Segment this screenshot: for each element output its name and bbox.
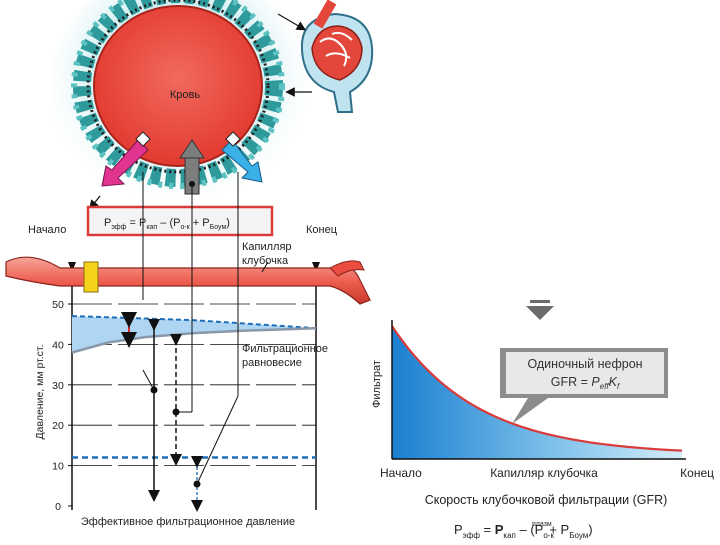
y-tick-label: 50 [52, 299, 64, 311]
right-chart: Фильтрат Начало Капилляр клубочка Конец … [371, 320, 714, 507]
capillary-label-1: Капилляр [242, 241, 292, 253]
tissue-ring-outer [71, 0, 285, 189]
callout-line-2: GFR = PeffKf [551, 375, 620, 391]
single-nephron-callout: Одиночный нефрон GFR = PeffKf [500, 348, 668, 424]
pressure-bars [121, 312, 203, 512]
start-marker [68, 262, 76, 272]
end-label: Конец [306, 224, 338, 236]
capillary-pointer [261, 261, 269, 273]
filtrate-area [392, 326, 682, 459]
left-ylabel: Давление, мм рт.ст. [34, 345, 46, 440]
pink-arrow [101, 131, 151, 187]
right-x-start: Начало [380, 466, 422, 480]
right-ylabel: Фильтрат [371, 360, 383, 408]
filtrate-curve [391, 325, 683, 452]
capillary-tube [5, 256, 371, 305]
start-label: Начало [28, 224, 66, 236]
blood-circle [93, 5, 263, 167]
equilibrium-label-1: Фильтрационное [242, 343, 328, 355]
glomerulus-illustration: Кровь [50, 0, 374, 210]
afferent-marker [83, 261, 99, 293]
y-ticks: 50 40 30 20 10 0 [52, 299, 72, 513]
transition-arrow [526, 300, 554, 320]
blood-label: Кровь [170, 89, 200, 101]
blue-arrow [221, 131, 263, 183]
y-tick-label: 0 [55, 501, 61, 513]
y-tick-label: 30 [52, 380, 64, 392]
series-oncotic-pressure [71, 326, 317, 354]
inset-pointer-1 [277, 13, 307, 31]
formula-box: Pэфф = Pкап – (Pо-к + PБоум) [86, 205, 274, 237]
callout-line-1: Одиночный нефрон [527, 357, 642, 371]
bottom-formula: Pэфф = Pкап – (Pо-кплазм + PБоум) [454, 521, 593, 540]
equilibrium-label-2: равновесие [242, 357, 302, 369]
pointer-3 [89, 195, 101, 210]
left-xlabel: Эффективное фильтрационное давление [81, 516, 295, 528]
right-x-end: Конец [680, 466, 714, 480]
right-xlabel: Скорость клубочковой фильтрации (GFR) [425, 493, 668, 507]
right-x-mid: Капилляр клубочка [490, 466, 598, 480]
end-marker [312, 262, 320, 272]
nephron-inset [300, 0, 374, 113]
formula-text: Pэфф = Pкап – (Pо-к + PБоум) [104, 217, 230, 231]
grey-arrow [179, 139, 205, 195]
capillary-label-2: клубочка [242, 255, 289, 267]
tissue-ring [73, 0, 283, 187]
y-tick-label: 20 [52, 420, 64, 432]
left-chart: Начало Конец Капилляр клубочка 50 40 30 20 1… [5, 172, 371, 528]
series-capillary-pressure [71, 315, 317, 330]
basement-membrane [86, 0, 270, 174]
y-tick-label: 10 [52, 461, 64, 473]
y-tick-label: 40 [52, 339, 64, 351]
